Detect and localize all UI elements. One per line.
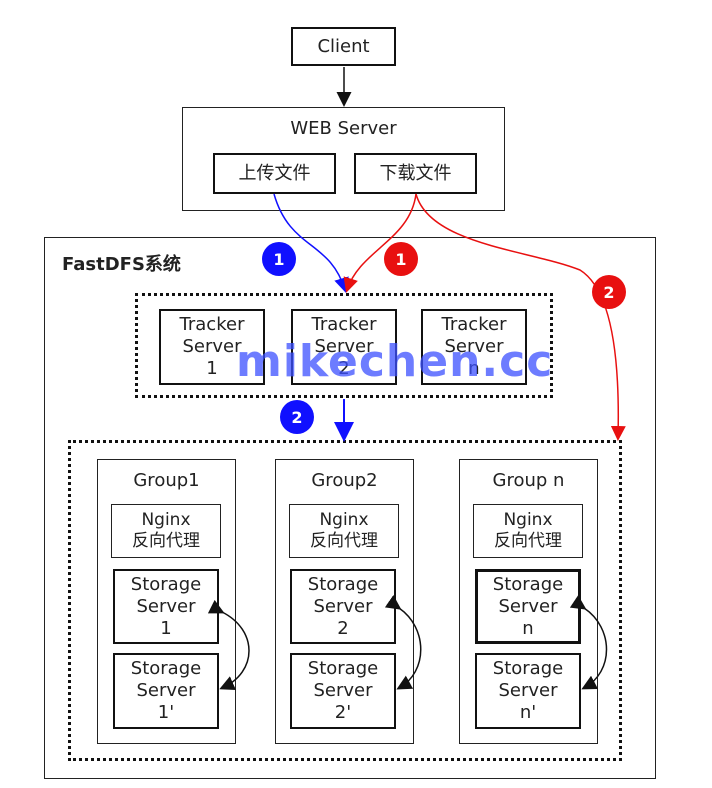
group-2-sync-arrow bbox=[384, 595, 422, 690]
download-step2-badge: 2 bbox=[592, 275, 626, 309]
svg-text:1: 1 bbox=[395, 250, 406, 269]
group-1-title: Group1 bbox=[133, 470, 200, 491]
upload-file-box: 上传文件 bbox=[213, 153, 336, 194]
storage-server-n: Storage Server n bbox=[475, 569, 581, 644]
fastdfs-system-box bbox=[44, 237, 656, 779]
group-1-sync-arrow bbox=[207, 599, 250, 690]
storage-server-n-replica: Storage Server n' bbox=[475, 653, 581, 729]
web-server-title: WEB Server bbox=[290, 118, 397, 139]
client-box: Client bbox=[291, 27, 396, 66]
group-n-title: Group n bbox=[492, 470, 565, 491]
svg-text:2: 2 bbox=[603, 283, 614, 302]
tracker-server-1: Tracker Server 1 bbox=[159, 309, 265, 385]
watermark-text: mikechen.cc bbox=[236, 336, 554, 387]
web-server-box: WEB Server bbox=[182, 107, 505, 211]
download-file-box: 下载文件 bbox=[354, 153, 477, 194]
download-step1-badge: 1 bbox=[384, 242, 418, 276]
upload-to-tracker-arrow bbox=[273, 193, 349, 293]
storage-server-1-replica: Storage Server 1' bbox=[113, 653, 219, 729]
group-2-nginx: Nginx 反向代理 bbox=[289, 504, 399, 558]
download-to-storage-arrow bbox=[415, 193, 626, 441]
fastdfs-system-title: FastDFS系统 bbox=[62, 254, 181, 275]
svg-text:2: 2 bbox=[291, 408, 302, 427]
group-2-box: Group2 bbox=[275, 459, 414, 744]
tracker-cluster bbox=[135, 293, 553, 398]
group-n-nginx: Nginx 反向代理 bbox=[473, 504, 583, 558]
group-1-nginx: Nginx 反向代理 bbox=[111, 504, 221, 558]
download-to-tracker-arrow bbox=[343, 193, 417, 293]
upload-step1-badge: 1 bbox=[262, 242, 296, 276]
storage-server-2-replica: Storage Server 2' bbox=[290, 653, 396, 729]
storage-server-1: Storage Server 1 bbox=[113, 569, 219, 644]
storage-server-2: Storage Server 2 bbox=[290, 569, 396, 644]
group-2-title: Group2 bbox=[311, 470, 378, 491]
tracker-server-2: Tracker Server 2 bbox=[291, 309, 397, 385]
tracker-server-n: Tracker Server n bbox=[421, 309, 527, 385]
group-n-sync-arrow bbox=[569, 595, 608, 690]
upload-step2-badge: 2 bbox=[280, 400, 314, 434]
svg-text:1: 1 bbox=[273, 250, 284, 269]
